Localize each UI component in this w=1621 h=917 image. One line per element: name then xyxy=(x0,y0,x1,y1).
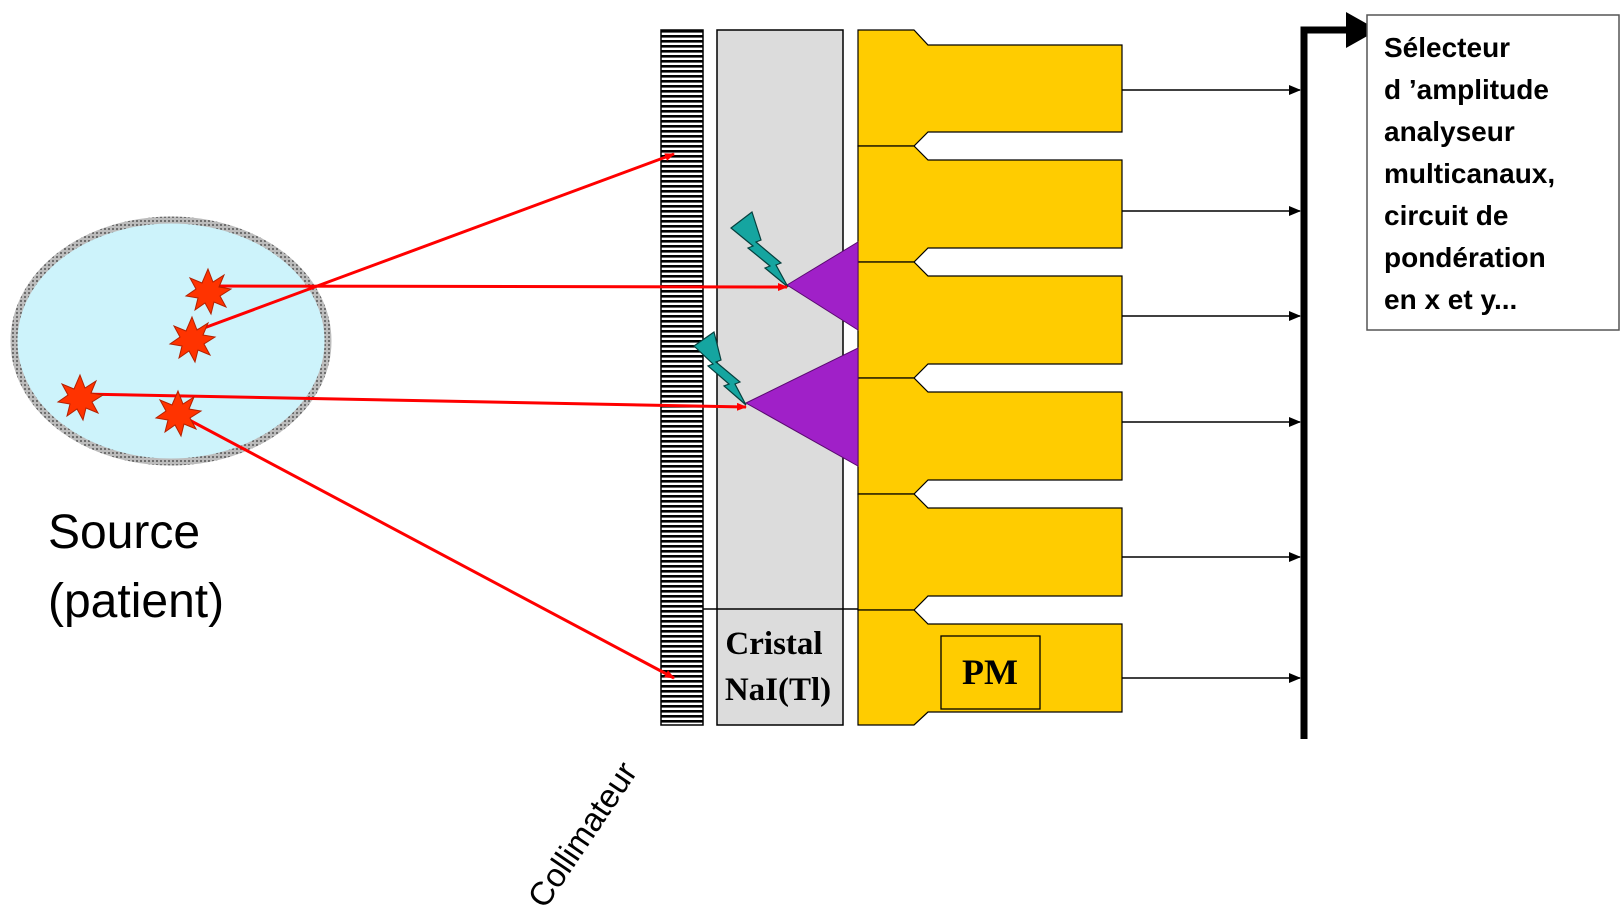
crystal-label-line1: Cristal xyxy=(725,626,822,662)
gamma-ray xyxy=(184,152,675,337)
selector-line: en x et y... xyxy=(1384,284,1517,315)
light-cone xyxy=(744,347,859,467)
gamma-ray xyxy=(177,412,675,680)
selector-text: Sélecteur d ’amplitude analyseur multica… xyxy=(1384,32,1563,315)
pm-tube xyxy=(857,493,1123,611)
bus-arrow-head xyxy=(1346,12,1378,48)
events xyxy=(56,267,233,438)
red-starburst-icon xyxy=(154,389,203,438)
gamma-ray xyxy=(79,392,747,411)
selector-line: pondération xyxy=(1384,242,1546,273)
gamma-rays xyxy=(79,152,788,680)
photomultiplier-array xyxy=(857,29,1123,726)
selector-line: circuit de xyxy=(1384,200,1508,231)
pm-tube xyxy=(857,261,1123,379)
selector-line: multicanaux, xyxy=(1384,158,1555,189)
collimator xyxy=(660,29,704,726)
selector-box xyxy=(1366,14,1620,331)
pm-tube xyxy=(857,29,1123,147)
selector-line: Sélecteur xyxy=(1384,32,1510,63)
output-lines xyxy=(1122,85,1301,683)
red-starburst-icon xyxy=(56,373,105,422)
pm-label-box xyxy=(940,635,1041,710)
red-starburst-icon xyxy=(184,267,233,316)
pm-label: PM xyxy=(962,652,1018,692)
light-cone xyxy=(786,241,859,331)
source-label-line2: (patient) xyxy=(48,575,224,628)
lightning-icon xyxy=(730,211,789,288)
gamma-ray xyxy=(207,282,788,291)
source-label-line1: Source xyxy=(48,506,200,559)
signal-bus xyxy=(1300,26,1350,739)
selector-line: d ’amplitude xyxy=(1384,74,1549,105)
crystal-label-line2: NaI(Tl) xyxy=(725,672,831,708)
collimator-label: Collimateur xyxy=(520,755,644,914)
selector-line: analyseur xyxy=(1384,116,1515,147)
pm-tube xyxy=(857,377,1123,495)
pm-tube xyxy=(857,145,1123,263)
lightning-icon xyxy=(693,331,747,406)
red-starburst-icon xyxy=(168,315,217,364)
